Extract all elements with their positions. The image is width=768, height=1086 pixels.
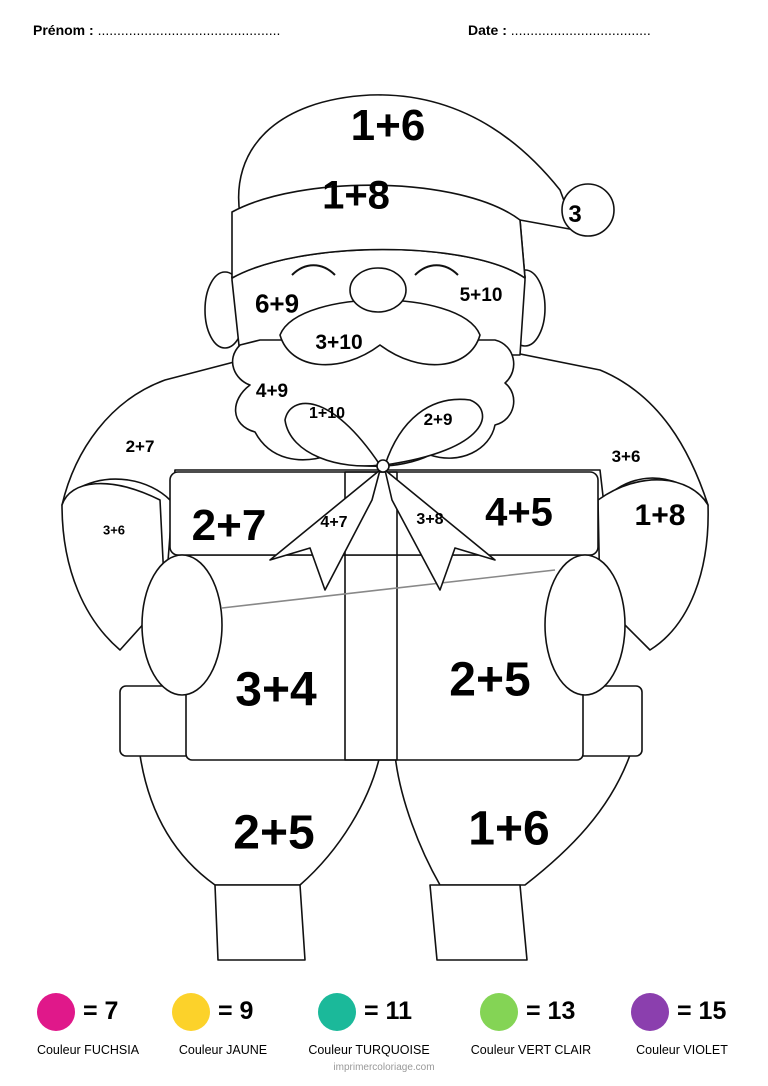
legend-value: = 15 xyxy=(677,997,727,1025)
color-swatch xyxy=(631,993,669,1031)
date-label: Date : xyxy=(468,22,507,38)
legend-value: = 11 xyxy=(364,997,412,1025)
label-gift-box-left: 3+4 xyxy=(235,663,317,717)
eye-right xyxy=(414,264,459,276)
label-hat-band: 1+8 xyxy=(322,173,390,218)
label-bow-loop-right: 2+9 xyxy=(423,410,453,429)
bow-loop-right xyxy=(384,398,484,466)
label-gift-lid-left: 2+7 xyxy=(191,501,267,550)
color-swatch xyxy=(37,993,75,1031)
legend-item: = 13 Couleur VERT CLAIR xyxy=(456,993,606,1057)
label-cheek-left: 6+9 xyxy=(254,288,300,319)
label-bow-loop-left: 1+10 xyxy=(308,405,346,422)
date-dots: .................................... xyxy=(510,22,651,38)
legend-item: = 15 Couleur VIOLET xyxy=(607,993,757,1057)
eye-left xyxy=(291,264,336,276)
mustache xyxy=(279,299,481,366)
pants xyxy=(139,754,631,886)
nose xyxy=(349,267,407,313)
boot-left xyxy=(214,884,306,961)
label-ribbon-right: 3+8 xyxy=(416,511,444,528)
bow-knot xyxy=(376,459,390,473)
date-field: Date : .................................… xyxy=(468,22,651,38)
label-sleeve-right: 1+8 xyxy=(634,499,686,532)
label-arm-upper-right: 3+6 xyxy=(611,447,641,466)
bow-loop-left xyxy=(284,402,381,467)
label-gift-lid-right: 4+5 xyxy=(485,490,553,535)
label-mustache: 3+10 xyxy=(315,331,363,354)
sleeve-right xyxy=(597,479,709,651)
bow-left xyxy=(269,469,381,591)
label-gift-box-right: 2+5 xyxy=(449,653,531,707)
label-cheek-right: 5+10 xyxy=(459,285,503,306)
color-swatch xyxy=(318,993,356,1031)
gift-box-line xyxy=(221,569,556,609)
bow-right xyxy=(384,469,496,591)
label-leg-left: 2+5 xyxy=(233,806,315,860)
legend-value: = 7 xyxy=(83,997,119,1025)
legend-color-name: Couleur JAUNE xyxy=(178,1043,268,1057)
label-leg-right: 1+6 xyxy=(468,802,550,856)
pompom xyxy=(561,183,615,237)
label-sleeve-left: 3+6 xyxy=(102,522,126,538)
label-hat-top: 1+6 xyxy=(350,101,426,150)
color-swatch xyxy=(172,993,210,1031)
legend-color-name: Couleur VIOLET xyxy=(636,1043,728,1057)
label-pompom: 3 xyxy=(568,201,582,228)
prenom-dots: ........................................… xyxy=(97,22,281,38)
hat-band xyxy=(231,184,526,279)
legend-color-name: Couleur TURQUOISE xyxy=(308,1043,430,1057)
legend-item: = 7 Couleur FUCHSIA xyxy=(13,993,163,1057)
legend-value: = 9 xyxy=(218,997,254,1025)
hand-left xyxy=(141,554,223,696)
legend-item: = 9 Couleur JAUNE xyxy=(148,993,298,1057)
label-beard-left: 4+9 xyxy=(255,381,289,402)
color-swatch xyxy=(480,993,518,1031)
legend-value: = 13 xyxy=(526,997,576,1025)
label-ribbon-left: 4+7 xyxy=(320,514,348,531)
legend-color-name: Couleur FUCHSIA xyxy=(36,1043,140,1057)
prenom-label: Prénom : xyxy=(33,22,94,38)
gift-ribbon-vertical xyxy=(344,471,398,761)
legend-color-name: Couleur VERT CLAIR xyxy=(470,1043,592,1057)
footer-website: imprimercoloriage.com xyxy=(333,1062,435,1073)
hand-right xyxy=(544,554,626,696)
label-arm-upper-left: 2+7 xyxy=(125,437,155,456)
boot-right xyxy=(429,884,528,961)
legend-item: = 11 Couleur TURQUOISE xyxy=(294,993,444,1057)
prenom-field: Prénom : ...............................… xyxy=(33,22,280,38)
